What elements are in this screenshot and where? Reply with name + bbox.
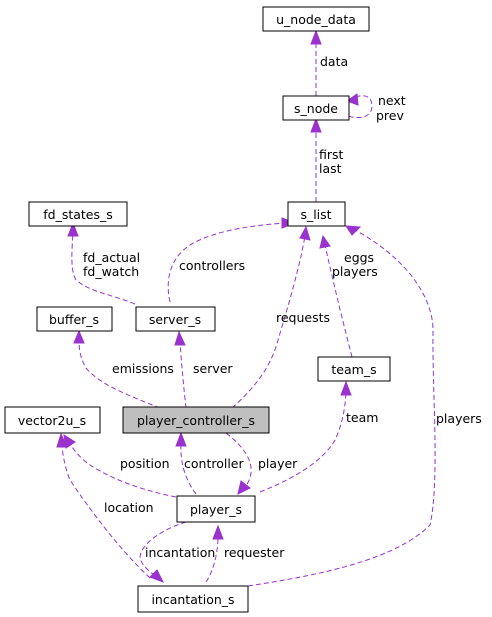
node-label-player-controller-s: player_controller_s [137, 413, 255, 428]
edge-controller-server [174, 330, 187, 409]
edge-player-team [259, 380, 352, 493]
edge-label-fd-watch: fd_watch [83, 264, 139, 279]
node-label-buffer-s: buffer_s [49, 312, 99, 327]
edge-incantation-players [247, 225, 436, 587]
node-fd-states-s[interactable]: fd_states_s [28, 201, 128, 227]
edge-controller-emissions [73, 329, 161, 409]
edge-s-node-next-prev [345, 93, 373, 119]
edge-label-players-team: players [332, 264, 378, 279]
edge-label-server: server [193, 361, 233, 376]
edge-team-s-list [319, 234, 353, 358]
node-label-server-s: server_s [149, 312, 201, 327]
edge-label-team: team [346, 410, 378, 425]
node-label-s-node: s_node [294, 101, 338, 116]
node-label-player-s: player_s [190, 502, 242, 517]
node-u-node-data[interactable]: u_node_data [262, 6, 370, 32]
edge-label-eggs: eggs [344, 250, 374, 265]
edge-incantation-requester [205, 524, 224, 583]
edge-server-fd-states [67, 221, 136, 305]
node-player-controller-s[interactable]: player_controller_s [122, 406, 270, 434]
edge-label-first: first [319, 147, 344, 162]
node-label-vector2u-s: vector2u_s [18, 413, 86, 428]
edge-label-requester: requester [224, 545, 285, 560]
node-player-s[interactable]: player_s [176, 495, 256, 523]
edge-label-location: location [104, 500, 154, 515]
edge-label-next: next [378, 93, 406, 108]
edge-controller-requests [231, 225, 311, 409]
edge-label-data: data [320, 54, 348, 69]
node-team-s[interactable]: team_s [317, 356, 391, 382]
edge-label-requests: requests [276, 310, 330, 325]
node-label-s-list: s_list [300, 207, 331, 222]
edge-player-incantation [139, 521, 187, 583]
edge-label-players-incantation: players [436, 411, 482, 426]
edge-label-position: position [120, 456, 170, 471]
edge-label-incantation: incantation [145, 545, 215, 560]
node-s-list[interactable]: s_list [287, 201, 346, 227]
edge-player-controller [175, 431, 197, 495]
node-vector2u-s[interactable]: vector2u_s [4, 406, 101, 434]
edge-s-list-first-last [310, 117, 322, 202]
edge-s-node-data [310, 29, 322, 96]
node-label-incantation-s: incantation_s [151, 592, 234, 607]
edge-label-last: last [319, 161, 342, 176]
node-s-node[interactable]: s_node [282, 95, 350, 121]
node-buffer-s[interactable]: buffer_s [36, 306, 113, 332]
edge-label-controller: controller [184, 456, 244, 471]
edge-label-controllers: controllers [179, 258, 245, 273]
node-label-fd-states-s: fd_states_s [43, 207, 113, 222]
edge-label-prev: prev [376, 108, 404, 123]
node-label-team-s: team_s [331, 362, 376, 377]
edge-incantation-location [56, 432, 151, 579]
edge-label-fd-actual: fd_actual [83, 250, 140, 265]
node-incantation-s[interactable]: incantation_s [137, 585, 249, 613]
edge-label-emissions: emissions [112, 361, 174, 376]
node-server-s[interactable]: server_s [135, 306, 216, 332]
node-label-u-node-data: u_node_data [276, 12, 356, 27]
edge-controller-player [225, 432, 252, 495]
edge-label-player: player [258, 456, 298, 471]
